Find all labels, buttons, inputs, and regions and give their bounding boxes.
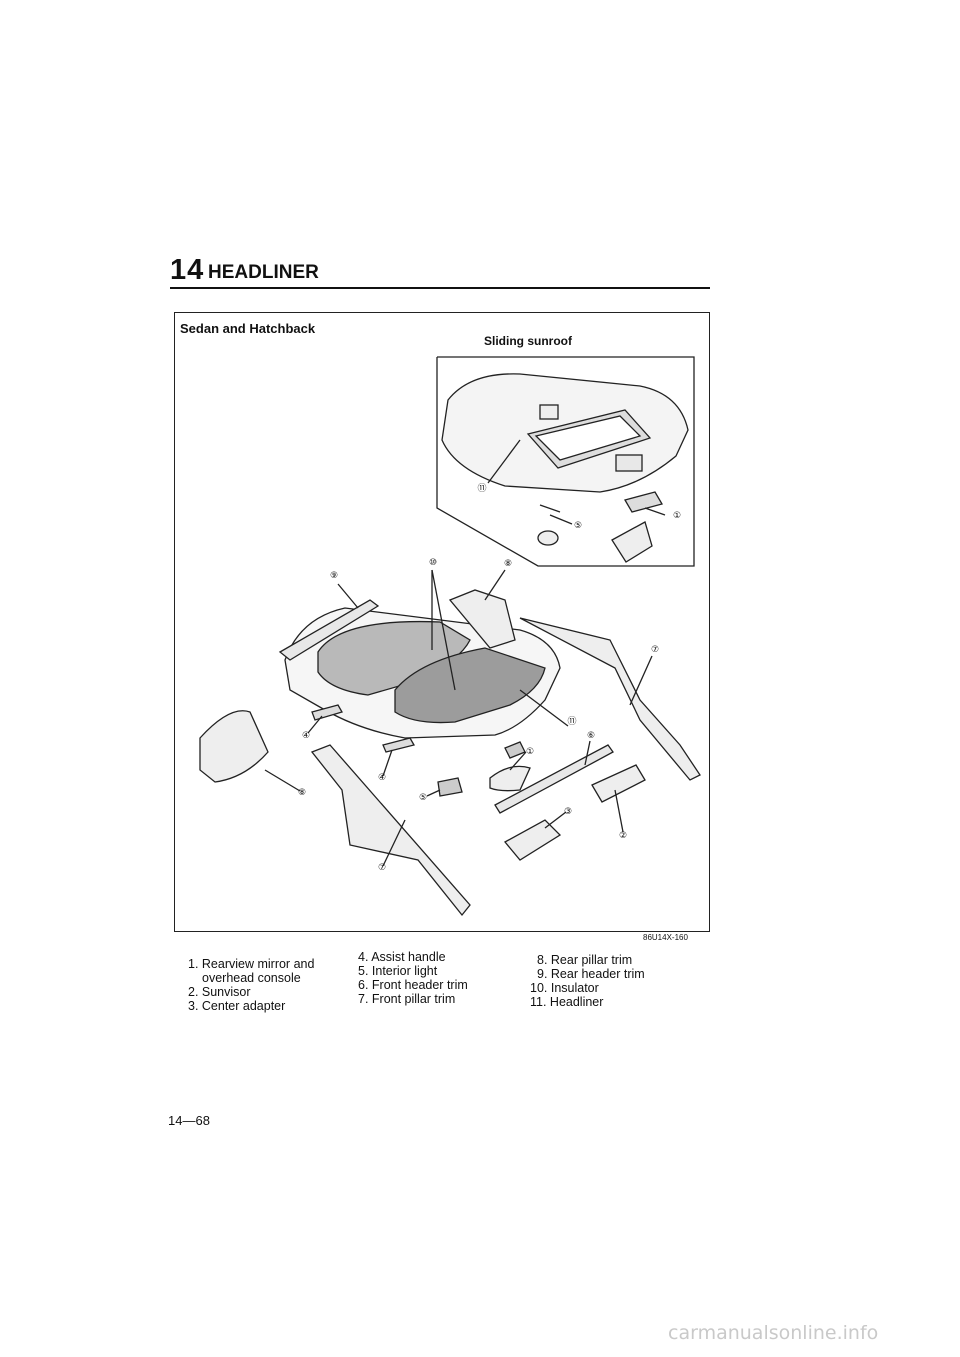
callout-8-left: ⑧ xyxy=(298,788,306,798)
callout-8-top: ⑧ xyxy=(504,559,512,569)
callout-inset-5: ⑤ xyxy=(574,521,582,531)
page-number: 14—68 xyxy=(168,1113,210,1128)
rearview-mirror xyxy=(489,765,531,792)
watermark: carmanualsonline.info xyxy=(668,1322,879,1344)
callout-3: ③ xyxy=(564,807,572,817)
assist-handle-1 xyxy=(311,704,343,721)
callout-4-left: ④ xyxy=(302,731,310,741)
legend-item: overhead console xyxy=(202,971,301,985)
inset-title: Sliding sunroof xyxy=(484,334,572,348)
header-rule xyxy=(170,287,710,289)
legend-item: 10. Insulator xyxy=(530,981,599,995)
rear-pillar-left xyxy=(199,710,269,783)
rear-header-trim xyxy=(278,599,380,661)
callout-10: ⑩ xyxy=(429,558,437,568)
callout-7-right: ⑦ xyxy=(651,645,659,655)
insulator-right xyxy=(394,647,546,724)
figure-subtitle: Sedan and Hatchback xyxy=(180,321,316,336)
legend-item: 6. Front header trim xyxy=(358,978,468,992)
interior-light xyxy=(437,777,463,797)
callout-inset-11: ⑪ xyxy=(477,483,486,494)
legend-item: 7. Front pillar trim xyxy=(358,992,456,1006)
assist-handle-2 xyxy=(382,737,415,753)
legend-item: 8. Rear pillar trim xyxy=(537,953,633,967)
inset-frame xyxy=(436,356,695,567)
front-pillar-left xyxy=(310,744,471,917)
legend-column-1: 1. Rearview mirror and overhead console … xyxy=(188,957,314,1013)
legend-item: 9. Rear header trim xyxy=(537,967,645,981)
rear-pillar-top xyxy=(448,589,516,649)
legend-item: 4. Assist handle xyxy=(358,950,446,964)
callout-11: ⑪ xyxy=(567,716,576,727)
legend-item: 5. Interior light xyxy=(358,964,438,978)
callout-1: ① xyxy=(526,747,534,757)
legend-item: 3. Center adapter xyxy=(188,999,286,1013)
section-number: 14 xyxy=(170,254,205,286)
legend-item: 11. Headliner xyxy=(530,995,604,1009)
legend-column-2: 4. Assist handle 5. Interior light 6. Fr… xyxy=(358,950,468,1006)
callout-6: ⑥ xyxy=(587,731,595,741)
callout-4-center: ④ xyxy=(378,773,386,783)
callout-7-left: ⑦ xyxy=(378,863,386,873)
sunvisor-right xyxy=(591,764,646,803)
callout-9: ⑨ xyxy=(330,571,338,581)
section-title: HEADLINER xyxy=(208,262,319,283)
legend-item: 2. Sunvisor xyxy=(188,985,251,999)
legend-column-3: 8. Rear pillar trim 9. Rear header trim … xyxy=(530,953,645,1009)
figure-code: 86U14X-160 xyxy=(643,933,688,942)
callout-5: ⑤ xyxy=(419,793,427,803)
front-header-trim xyxy=(494,744,614,814)
sunvisor-left xyxy=(503,819,562,861)
callout-2: ② xyxy=(619,831,627,841)
front-pillar-right xyxy=(519,617,701,781)
legend-item: 1. Rearview mirror and xyxy=(188,957,315,971)
callout-inset-1: ① xyxy=(673,511,681,521)
figure-frame xyxy=(174,312,710,932)
